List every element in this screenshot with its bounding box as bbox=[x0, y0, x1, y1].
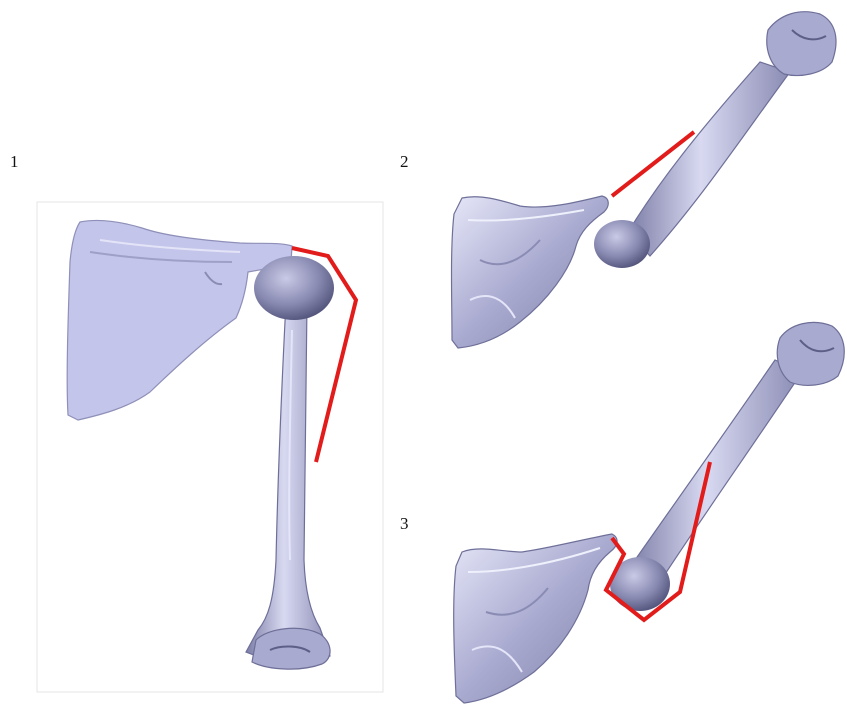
humerus-bone bbox=[610, 322, 844, 611]
panel-3 bbox=[454, 322, 845, 703]
humerus-bone bbox=[246, 256, 334, 669]
humerus-bone bbox=[594, 12, 836, 268]
scapula-bone bbox=[67, 220, 292, 420]
panel-1 bbox=[37, 202, 383, 692]
scapula-bone bbox=[452, 196, 609, 348]
scapula-bone bbox=[454, 534, 617, 703]
panel-2 bbox=[452, 12, 837, 348]
